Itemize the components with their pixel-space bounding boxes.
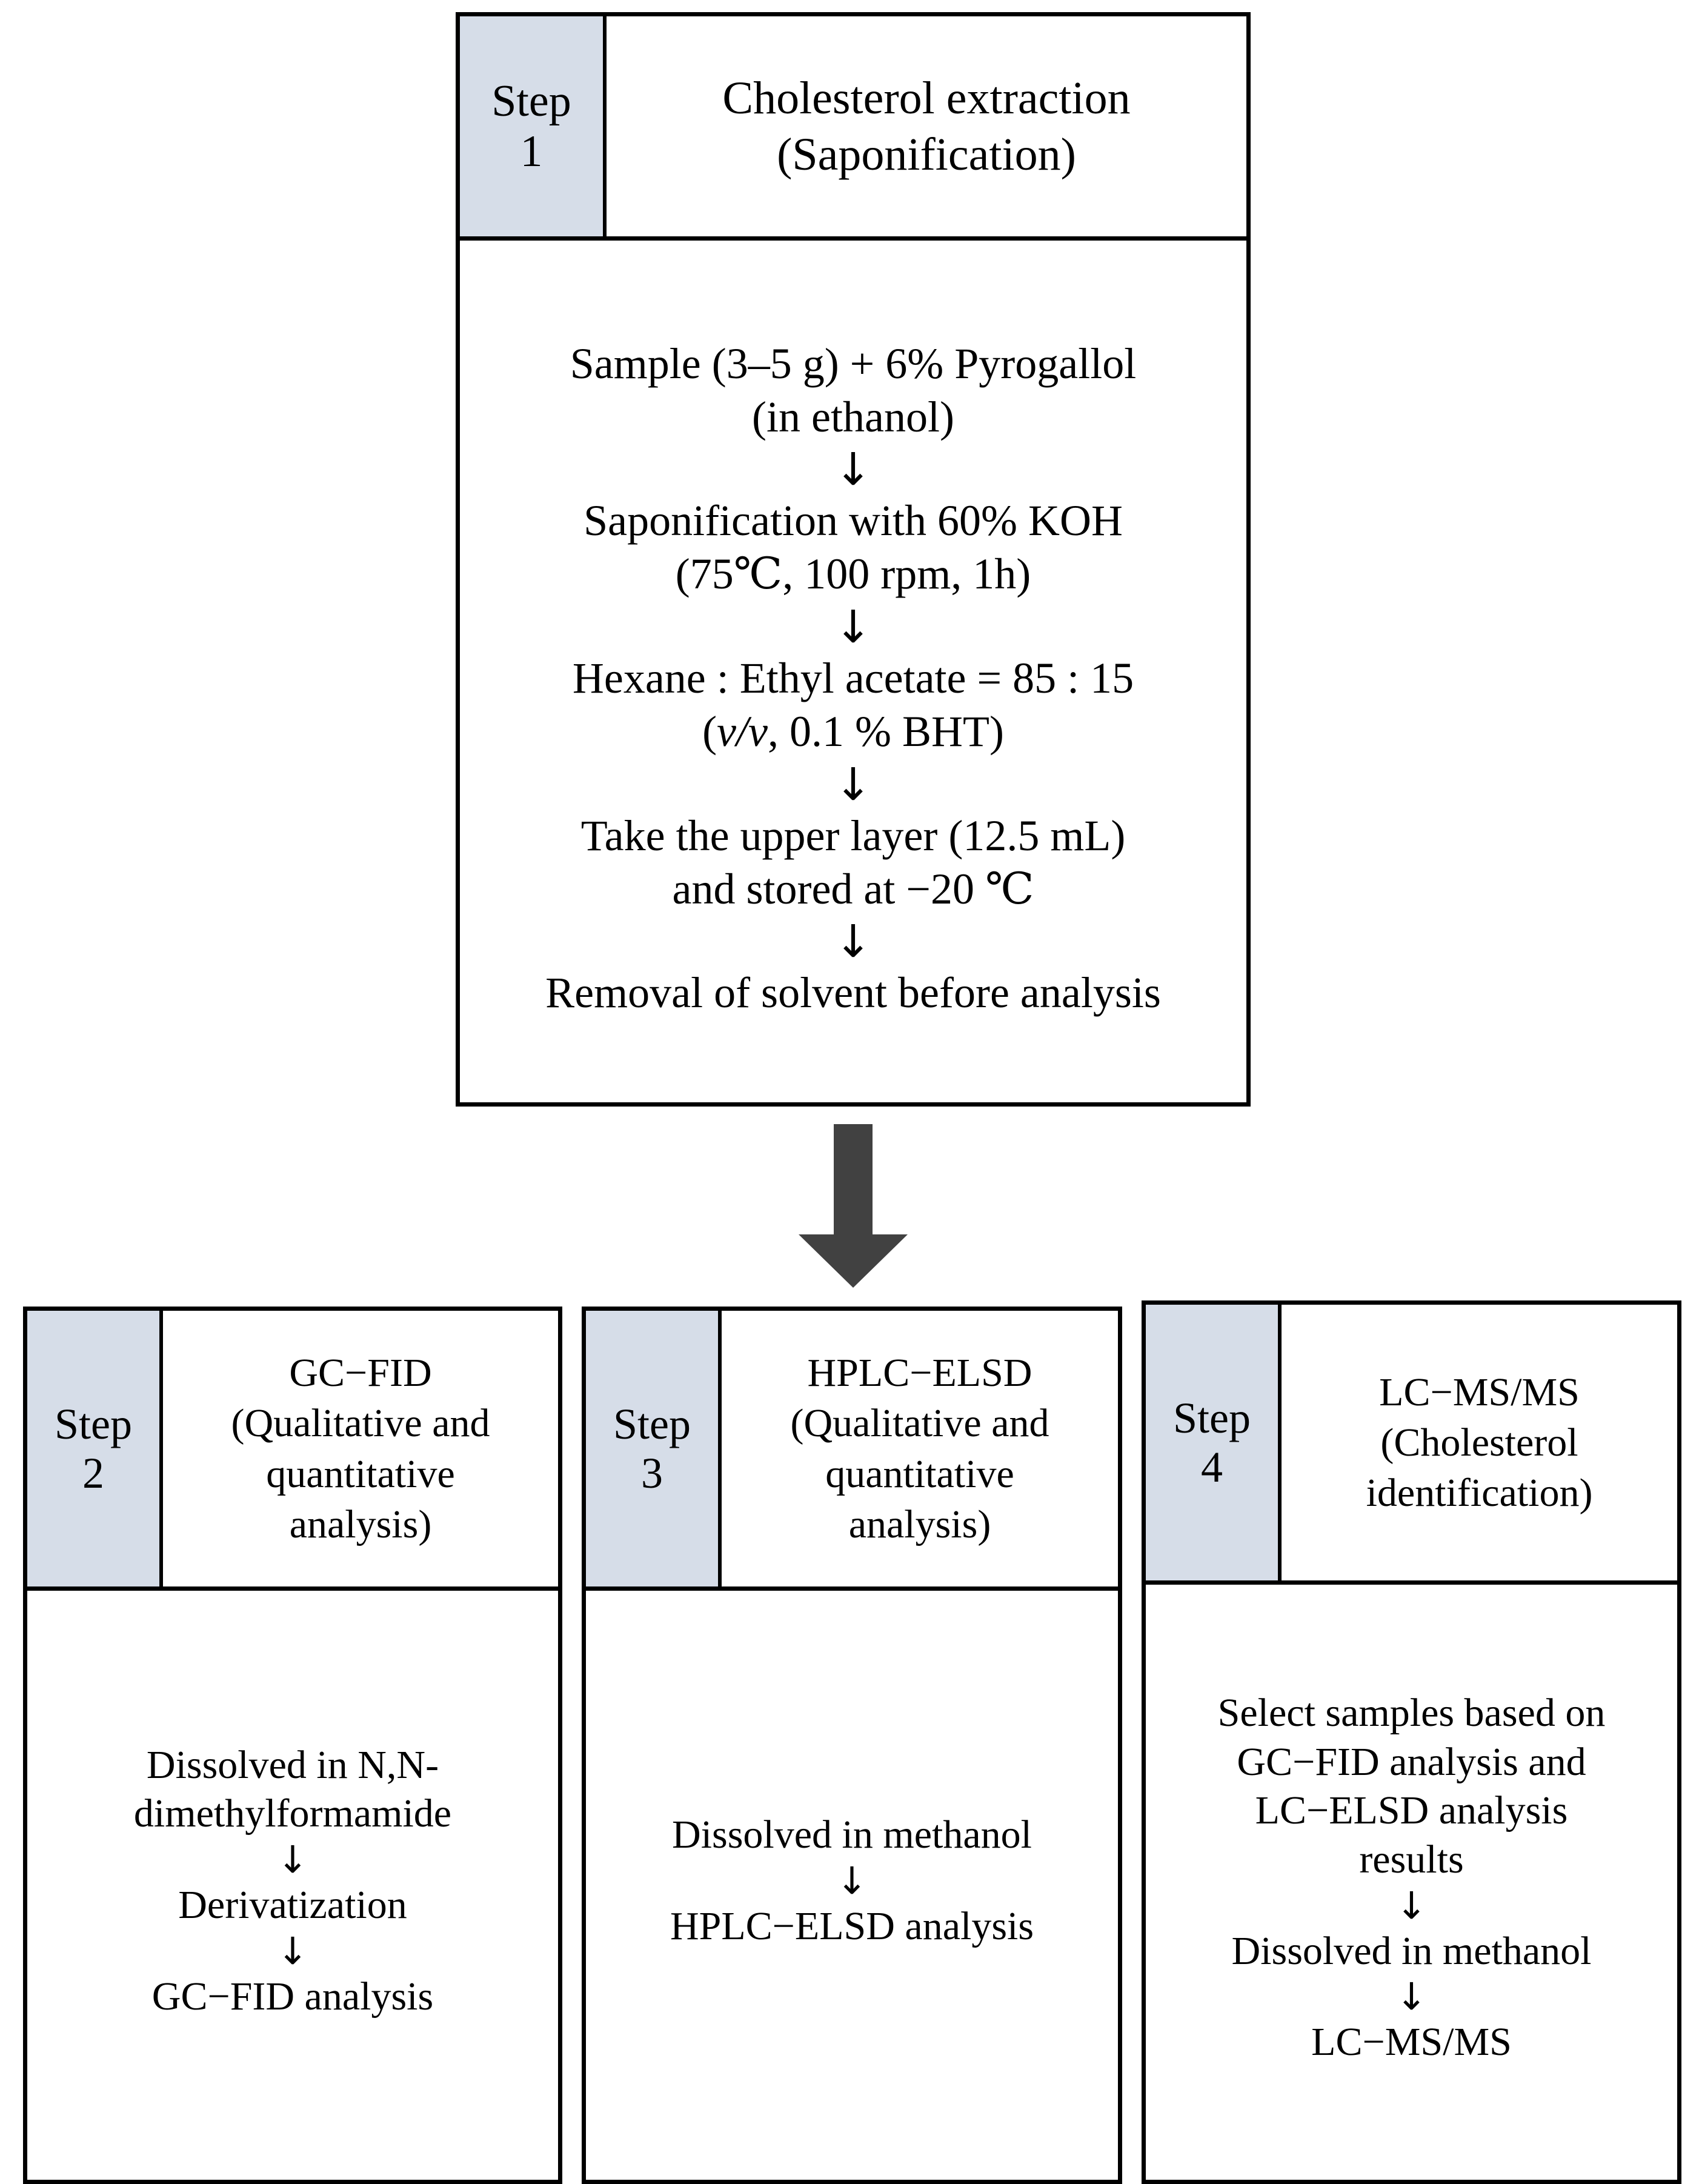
step-1-label-cell: Step 1 xyxy=(460,16,607,236)
step-2-title-line-3: quantitative xyxy=(266,1451,455,1496)
step-1-title-line-2: (Saponification) xyxy=(777,128,1076,180)
step-2-flow-line: GC−FID analysis xyxy=(151,1974,434,2019)
step-2-flow-line: Derivatization xyxy=(178,1883,407,1927)
step-1-flow-line: Hexane : Ethyl acetate = 85 : 15 xyxy=(572,654,1134,703)
step-2-word: Step xyxy=(54,1399,132,1448)
step-2-flow-line: Dissolved in N,N- xyxy=(146,1742,439,1787)
step-3-flow-line: HPLC−ELSD analysis xyxy=(670,1904,1034,1948)
step-4-label-cell: Step 4 xyxy=(1146,1305,1282,1580)
step-1-flow-line: and stored at −20 ℃ xyxy=(672,864,1034,913)
step-2-number: 2 xyxy=(82,1448,104,1497)
step-3-title-line-1: HPLC−ELSD xyxy=(807,1351,1032,1396)
step-4-body: Select samples based on GC−FID analysis … xyxy=(1146,1585,1677,2171)
step-4-flow-line: GC−FID analysis and xyxy=(1237,1739,1586,1784)
down-arrow-icon: ↓ xyxy=(836,1859,868,1903)
step-4-word: Step xyxy=(1172,1393,1251,1442)
step-3-body: Dissolved in methanol ↓ HPLC−ELSD analys… xyxy=(586,1591,1118,2171)
step-2-flow-line: dimethylformamide xyxy=(133,1791,452,1836)
step-3-box: Step 3 HPLC−ELSD (Qualitative and quanti… xyxy=(582,1307,1122,2184)
step-1-number: 1 xyxy=(520,126,543,176)
step-2-body: Dissolved in N,N- dimethylformamide ↓ De… xyxy=(27,1591,558,2171)
step-1-flow-line: (in ethanol) xyxy=(752,392,954,441)
step-2-label-cell: Step 2 xyxy=(27,1311,163,1586)
down-arrow-icon: ↓ xyxy=(834,758,872,811)
step-1-flow-line: Sample (3–5 g) + 6% Pyrogallol xyxy=(570,339,1137,388)
step-2-title-line-4: analysis) xyxy=(289,1502,432,1546)
step-2-box: Step 2 GC−FID (Qualitative and quantitat… xyxy=(23,1307,562,2184)
step-4-box: Step 4 LC−MS/MS (Cholesterol identificat… xyxy=(1142,1300,1681,2184)
step-4-number: 4 xyxy=(1201,1442,1223,1491)
step-4-flow-line: Select samples based on xyxy=(1217,1691,1606,1736)
down-arrow-icon: ↓ xyxy=(277,1837,308,1882)
step-3-title-line-3: quantitative xyxy=(825,1451,1014,1496)
step-1-word: Step xyxy=(491,76,571,126)
step-4-flow-line: LC−MS/MS xyxy=(1311,2020,1512,2065)
step-4-title-line-3: identification) xyxy=(1366,1471,1593,1516)
step-1-title-line-1: Cholesterol extraction xyxy=(722,72,1131,124)
step-2-title-line-2: (Qualitative and xyxy=(231,1401,490,1446)
step-1-flow-line: (v/v, 0.1 % BHT) xyxy=(702,707,1004,756)
step-2-header: Step 2 GC−FID (Qualitative and quantitat… xyxy=(27,1311,558,1591)
step-4-flow-line: Dissolved in methanol xyxy=(1231,1928,1592,1973)
down-arrow-icon: ↓ xyxy=(834,916,872,968)
step-3-number: 3 xyxy=(641,1448,663,1497)
step-2-title-line-1: GC−FID xyxy=(289,1351,432,1396)
step-2-title: GC−FID (Qualitative and quantitative ana… xyxy=(163,1311,558,1586)
step-1-header: Step 1 Cholesterol extraction (Saponific… xyxy=(460,16,1246,241)
down-arrow-icon: ↓ xyxy=(834,444,872,496)
step-1-flow-line: Saponification with 60% KOH xyxy=(584,496,1123,545)
step-4-title-line-1: LC−MS/MS xyxy=(1379,1370,1580,1414)
step-1-flow-line: (75℃, 100 rpm, 1h) xyxy=(675,550,1031,599)
step-4-header: Step 4 LC−MS/MS (Cholesterol identificat… xyxy=(1146,1305,1677,1585)
step-3-title: HPLC−ELSD (Qualitative and quantitative … xyxy=(722,1311,1118,1586)
step-4-flow-line: LC−ELSD analysis xyxy=(1255,1788,1568,1833)
step-1-flow-line: Removal of solvent before analysis xyxy=(545,968,1161,1017)
down-arrow-icon: ↓ xyxy=(277,1928,308,1973)
step-1-body: Sample (3–5 g) + 6% Pyrogallol (in ethan… xyxy=(460,241,1246,1102)
step-3-word: Step xyxy=(613,1399,691,1448)
step-4-title: LC−MS/MS (Cholesterol identification) xyxy=(1282,1305,1677,1580)
step-1-title: Cholesterol extraction (Saponification) xyxy=(607,16,1246,236)
step-4-flow-line: results xyxy=(1359,1837,1464,1882)
step-1-flow-line: Take the upper layer (12.5 mL) xyxy=(580,811,1126,860)
down-arrow-icon: ↓ xyxy=(1395,1974,1428,2019)
step-3-header: Step 3 HPLC−ELSD (Qualitative and quanti… xyxy=(586,1311,1118,1591)
step-3-title-line-4: analysis) xyxy=(848,1502,991,1546)
down-arrow-icon: ↓ xyxy=(1395,1883,1428,1928)
down-arrow-icon: ↓ xyxy=(834,601,872,654)
step-1-box: Step 1 Cholesterol extraction (Saponific… xyxy=(456,12,1251,1107)
step-3-label-cell: Step 3 xyxy=(586,1311,722,1586)
step-3-flow-line: Dissolved in methanol xyxy=(672,1813,1032,1857)
down-arrow-icon xyxy=(799,1124,908,1288)
step-3-title-line-2: (Qualitative and xyxy=(790,1401,1049,1446)
step-4-title-line-2: (Cholesterol xyxy=(1380,1420,1578,1465)
